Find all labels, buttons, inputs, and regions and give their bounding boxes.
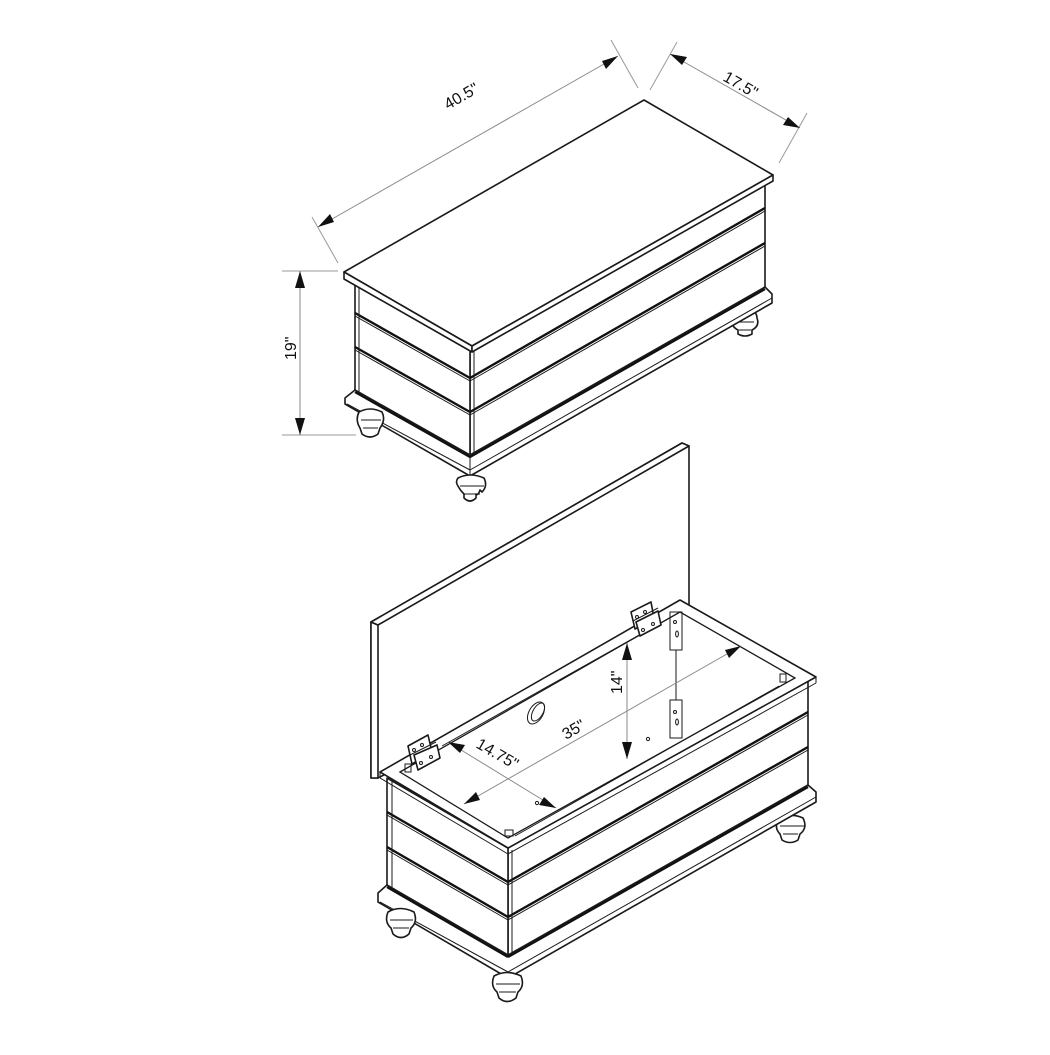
foot-rear-right-open xyxy=(775,814,806,844)
closed-chest-view: 40.5" 17.5" 19" xyxy=(282,39,808,502)
chest-body-open xyxy=(386,677,809,966)
lid-support-bracket xyxy=(669,611,683,739)
chest-rim xyxy=(379,599,817,855)
chest-body-front xyxy=(354,176,766,461)
label-depth: 17.5" xyxy=(720,69,760,102)
dimension-height: 19" xyxy=(282,270,356,436)
foot-front-center xyxy=(455,474,487,502)
label-length: 40.5" xyxy=(442,80,482,113)
chest-base-molding-open xyxy=(377,784,817,979)
label-interior-height: 14" xyxy=(609,671,626,694)
label-height: 19" xyxy=(283,337,300,360)
chest-lid-open xyxy=(370,442,690,779)
chest-lid-closed xyxy=(343,99,774,353)
open-chest-view: 35" 14.75" 14" xyxy=(370,442,817,1003)
hinge-left xyxy=(407,734,441,771)
foot-front-left xyxy=(356,408,385,438)
dimension-interior-height: 14" xyxy=(609,643,632,759)
foot-front-left-open xyxy=(385,907,417,939)
hinge-right xyxy=(630,601,662,637)
foot-front-center-open xyxy=(491,971,524,1003)
